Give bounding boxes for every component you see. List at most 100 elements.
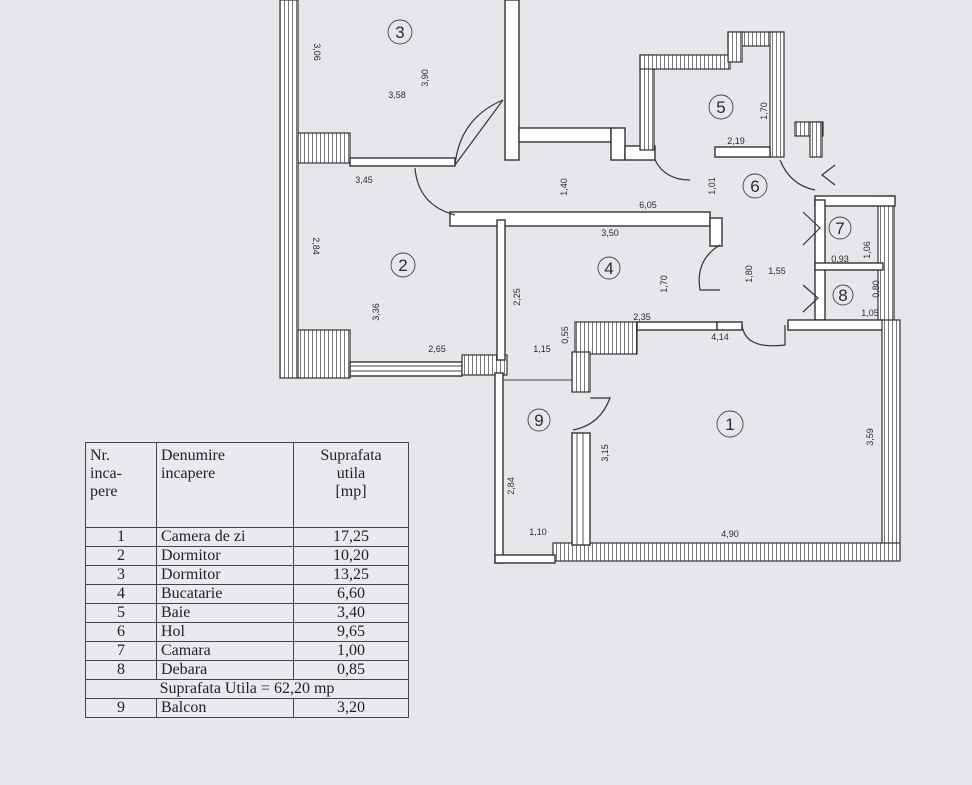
dim-r9-h: 2,84 [506,477,516,495]
room-number-9: 9 [534,411,543,430]
dim-b-b: 0,55 [560,326,570,344]
dim-r2-h: 3,36 [371,303,381,321]
dim-r5-w: 2,19 [727,136,745,146]
wall-corner-bottom-left [297,329,351,379]
wall-bath-step [610,127,626,161]
dim-r6-a: 1,80 [744,265,754,283]
wall-room-3-right [504,0,520,161]
hall-right-wall [809,121,823,158]
dim-r7-w: 0,93 [831,254,849,264]
door-storage-8 [802,284,819,313]
storage-divider [814,262,884,271]
room-number-8: 8 [838,286,847,305]
total-eq: = [260,680,270,697]
dim-r1-side: 3,59 [865,428,875,446]
dim-r1-top: 4,14 [711,332,729,342]
dim-r7-h: 1,06 [862,241,872,259]
wall-kitchen-right-top [709,217,723,247]
dim-r3-h: 3,90 [420,69,430,87]
dim-hall-s: 1,01 [707,177,717,195]
wall-room-2-bottom [461,354,508,376]
room-number-2: 2 [398,256,407,275]
area-table-wrapper: Nr. inca- pere Denumire incapere Suprafa… [85,442,409,785]
dim-r4-bottom: 2,35 [633,312,651,322]
room1-bottom-wall [552,542,901,562]
dim-hall-w: 6,05 [639,200,657,210]
room-number-7: 7 [835,219,844,238]
header-area: Suprafata utila [mp] [293,442,409,528]
dim-r2-top: 3,45 [355,175,373,185]
doors [414,99,836,431]
dim-r3-side: 3,06 [312,43,322,61]
total-label: Suprafata Utila [159,680,257,697]
wall-hall-bottom [449,211,711,227]
table-header-row: Nr. inca- pere Denumire incapere Suprafa… [85,442,409,528]
room-labels: 3 2 4 5 6 7 8 1 9 [387,19,854,438]
dim-r4-side: 2,25 [512,288,522,306]
dim-r4-w: 3,50 [601,228,619,238]
wall-kitchen-bottom [636,321,718,331]
room1-right-wall [881,319,901,561]
storage-left-wall [814,199,826,321]
dim-r6-b: 1,55 [768,266,786,276]
door-storage-7 [802,211,821,246]
dim-r2-side: 2,84 [311,237,321,255]
balcony-window [571,432,591,546]
balcony-door-wall [571,351,591,393]
dim-r4-h: 1,70 [659,275,669,293]
entrance-arrow-icon [821,164,836,186]
header-nr: Nr. inca- pere [85,442,157,528]
door-room2 [414,167,456,216]
room-number-3: 3 [395,23,404,42]
dim-r9-w: 1,10 [529,527,547,537]
header-name: Denumire incapere [156,442,294,528]
door-entrance [779,159,816,191]
storage-top-wall [814,195,896,207]
area-table: Nr. inca- pere Denumire incapere Suprafa… [85,442,409,718]
window-room-2 [349,361,463,377]
door-room1 [741,324,786,347]
dim-r3-w: 3,58 [388,90,406,100]
dim-hall-h: 1,40 [559,178,569,196]
wall-hall-top [518,127,612,143]
door-room3 [454,99,504,166]
room-number-5: 5 [716,98,725,117]
dim-r9-in: 3,15 [600,444,610,462]
room-number-6: 6 [750,177,759,196]
bath-right-wall [769,31,785,158]
dim-r2-bottom: 2,65 [428,344,446,354]
balcony-bottom [494,554,556,564]
balcony-left [494,372,504,564]
total-value: 62,20 mp [273,680,335,697]
door-bath [654,159,691,181]
bath-top-wall [639,54,731,70]
bath-bottom-wall [714,146,771,158]
storage-right-wall [877,195,895,327]
wall-room3-room2-left [297,132,351,164]
wall-room2-kitchen [496,219,506,361]
dim-r8-w: 1,05 [861,308,879,318]
dim-r5-h: 1,70 [759,102,769,120]
dimension-labels: 3,58 3,90 3,06 3,45 2,84 3,36 2,65 1,40 … [311,43,881,539]
total-row: Suprafata Utila = 62,20 mp [85,679,409,699]
bath-step-wall [727,31,743,63]
wall-kitchen-bottom-left [574,321,638,355]
wall-room1-top-right [787,319,884,331]
wall-room3-room2 [349,157,456,167]
room-number-1: 1 [725,415,734,434]
door-kitchen [698,244,721,291]
room-number-4: 4 [604,259,613,278]
left-wall [279,0,299,379]
dim-r1-w: 4,90 [721,529,739,539]
door-balcony [572,397,611,431]
dim-r8-h: 0,80 [871,280,881,298]
